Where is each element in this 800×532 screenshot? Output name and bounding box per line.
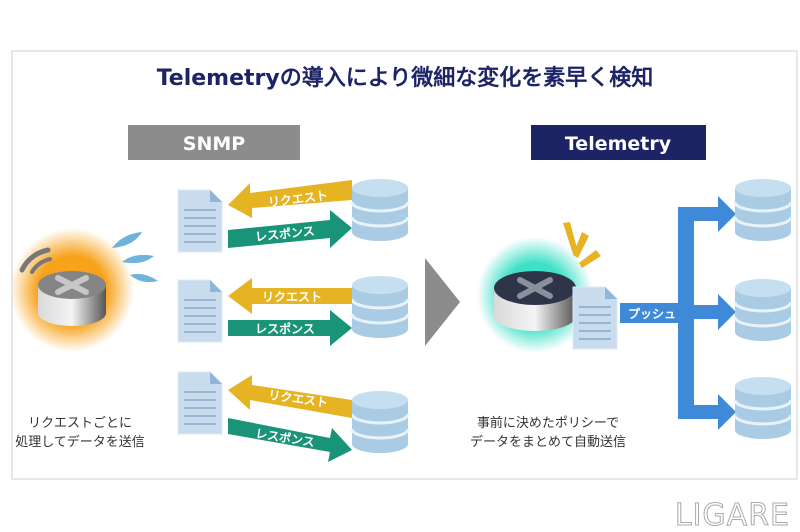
request-arrow (228, 375, 352, 418)
database-icon (350, 274, 410, 340)
response-label: レスポンス (254, 223, 315, 244)
database-icon (733, 177, 793, 243)
database-icon (733, 277, 793, 343)
snmp-row: リクエスト レスポンス (177, 274, 410, 346)
snmp-label: SNMP (183, 133, 245, 155)
document-icon (177, 371, 223, 435)
telemetry-caption-line1: 事前に決めたポリシーで (477, 415, 619, 431)
telemetry-label: Telemetry (565, 133, 672, 155)
request-arrow (228, 278, 352, 314)
response-label: レスポンス (255, 321, 315, 336)
request-arrow (228, 180, 352, 218)
response-arrow (228, 210, 352, 248)
alert-rays-icon (563, 222, 601, 268)
database-icon (733, 375, 793, 441)
signal-icon (19, 247, 51, 273)
document-icon (177, 189, 223, 253)
request-label: リクエスト (262, 290, 322, 304)
push-label: プッシュ (628, 306, 676, 321)
telemetry-label-box (531, 125, 706, 160)
snmp-caption-line2: 処理してデータを送信 (15, 434, 145, 450)
database-icon (350, 389, 410, 455)
snmp-router-icon (10, 228, 158, 352)
document-icon (572, 286, 618, 350)
telemetry-caption-line2: データをまとめて自動送信 (470, 434, 626, 450)
ligare-watermark: LIGARE (675, 498, 790, 532)
diagram-title: Telemetryの導入により微細な変化を素早く検知 (157, 65, 654, 91)
push-arrows: プッシュ (620, 196, 736, 430)
telemetry-router-icon (477, 222, 601, 353)
response-arrow (228, 310, 352, 346)
document-icon (177, 279, 223, 343)
snmp-label-box (128, 125, 300, 160)
database-icon (350, 177, 410, 243)
transition-chevron-icon (425, 258, 460, 346)
response-arrow (228, 418, 352, 462)
sweat-drops-icon (112, 232, 158, 283)
snmp-caption-line1: リクエストごとに (28, 415, 132, 431)
